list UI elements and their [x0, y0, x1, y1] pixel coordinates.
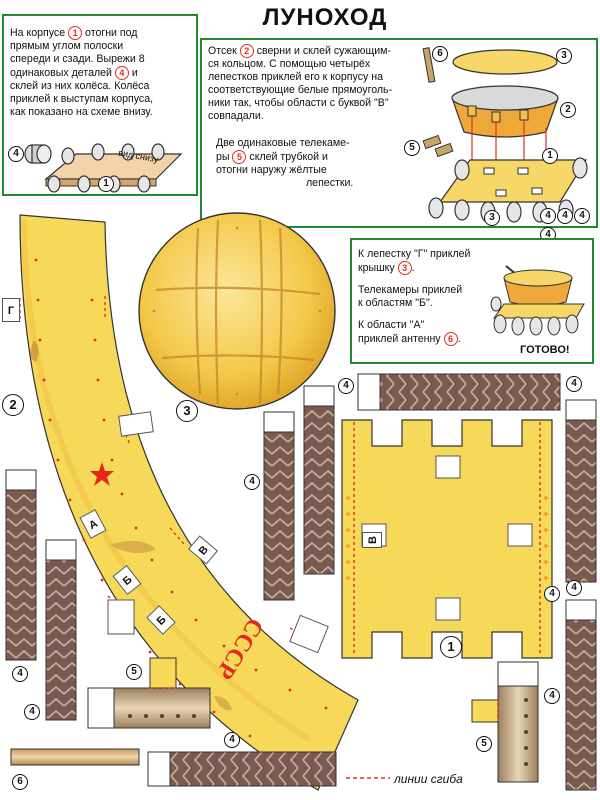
single-wheel-icon: [24, 144, 52, 164]
instruction-text-wheels: На корпусе 1 отогни под прямым углом пол…: [10, 26, 195, 119]
instruction-line: К лепестку "Г" приклей: [358, 248, 471, 260]
part-ref-6: 6: [443, 332, 458, 346]
diagram-label-6: 6: [432, 46, 448, 62]
star-icon: [90, 462, 114, 486]
instruction-line: прямым углом полоски: [10, 40, 124, 52]
instruction-line: Отсек: [208, 45, 237, 57]
wheel-assembly-diagram: [24, 143, 183, 193]
fold-line-legend-icon: [346, 777, 390, 779]
part-label-4-h: 4: [566, 580, 582, 596]
diagram-label-4a: 4: [540, 208, 556, 224]
instruction-line: сверни и склей сужающим-: [256, 45, 391, 57]
instruction-line: соответствующие белые прямоуголь-: [208, 84, 393, 96]
instruction-line: отогни под: [85, 27, 138, 39]
part-label-4-a: 4: [338, 378, 354, 394]
diagram-label-3: 3: [556, 48, 572, 64]
part-label-6: 6: [12, 774, 28, 790]
part-label-4-c: 4: [566, 376, 582, 392]
instruction-line: приклей антенну: [358, 333, 441, 345]
instruction-line: К области "А": [358, 319, 425, 331]
part-label-5-b: 5: [476, 736, 492, 752]
part-label-4-e: 4: [24, 704, 40, 720]
part-label-1: 1: [440, 636, 462, 658]
page-title: ЛУНОХОД: [262, 4, 388, 31]
diagram-label-1b: 1: [542, 148, 558, 164]
instruction-line: лепестки.: [306, 177, 354, 189]
instruction-text-cameras: Две одинаковые телекаме- ры 5 склей труб…: [216, 137, 396, 190]
instruction-line: ся кольцом. С помощью четырёх: [208, 58, 371, 70]
part-label-4-i: 4: [544, 586, 560, 602]
part-label-4-b: 4: [244, 474, 260, 490]
instruction-line: склей трубкой и: [249, 151, 328, 163]
tab-letter-g: Г: [2, 298, 20, 322]
exploded-assembly-diagram: [422, 47, 588, 223]
instruction-text-compartment: Отсек 2 сверни и склей сужающим- ся коль…: [208, 44, 418, 123]
instruction-line: Две одинаковые телекаме-: [216, 137, 350, 149]
done-label: ГОТОВО!: [520, 344, 570, 356]
instruction-line: На корпусе: [10, 27, 66, 39]
antenna-part-6: [10, 748, 140, 766]
chassis-part-1: [341, 419, 553, 659]
part-label-5-a: 5: [126, 664, 142, 680]
instruction-line: отогни наружу жёлтые: [216, 164, 327, 176]
instruction-line: спереди и сзади. Вырежи 8: [10, 53, 145, 65]
diagram-label-4b: 4: [557, 208, 573, 224]
diagram-label-3b: 3: [484, 210, 500, 226]
instruction-line: склей из них колёса. Колёса: [10, 80, 150, 92]
instruction-text-finished: К лепестку "Г" приклей крышку 3. Телекам…: [358, 248, 471, 346]
diagram-label-2: 2: [560, 102, 576, 118]
instruction-line: совпадали.: [208, 110, 264, 122]
instruction-line: лепестков приклей его к корпусу на: [208, 71, 383, 83]
instruction-line: ры: [216, 151, 230, 163]
part-label-3: 3: [176, 400, 198, 422]
instruction-line: крышку: [358, 262, 395, 274]
instruction-line: к областям "Б".: [358, 297, 433, 309]
finished-lunokhod-icon: [490, 265, 585, 336]
round-lid-part-3: [138, 212, 336, 410]
instruction-line: приклей к выступам корпуса,: [10, 93, 154, 105]
instruction-line: ники так, чтобы области с буквой "В": [208, 97, 389, 109]
diagram-label-4: 4: [8, 146, 24, 162]
part-label-4-g: 4: [544, 688, 560, 704]
part-label-4-f: 4: [224, 732, 240, 748]
instruction-line: Телекамеры приклей: [358, 284, 463, 296]
diagram-label-4c: 4: [574, 208, 590, 224]
diagram-label-1: 1: [98, 176, 114, 192]
instruction-line: и: [131, 67, 138, 79]
diagram-label-5: 5: [404, 140, 420, 156]
camera-icon: [422, 134, 454, 158]
instruction-line: как показано на схеме внизу.: [10, 106, 153, 118]
fold-line-legend-label: линии сгиба: [394, 772, 463, 786]
instruction-line: одинаковых деталей: [10, 67, 112, 79]
part-label-4-d: 4: [12, 666, 28, 682]
part-label-2: 2: [2, 394, 24, 416]
